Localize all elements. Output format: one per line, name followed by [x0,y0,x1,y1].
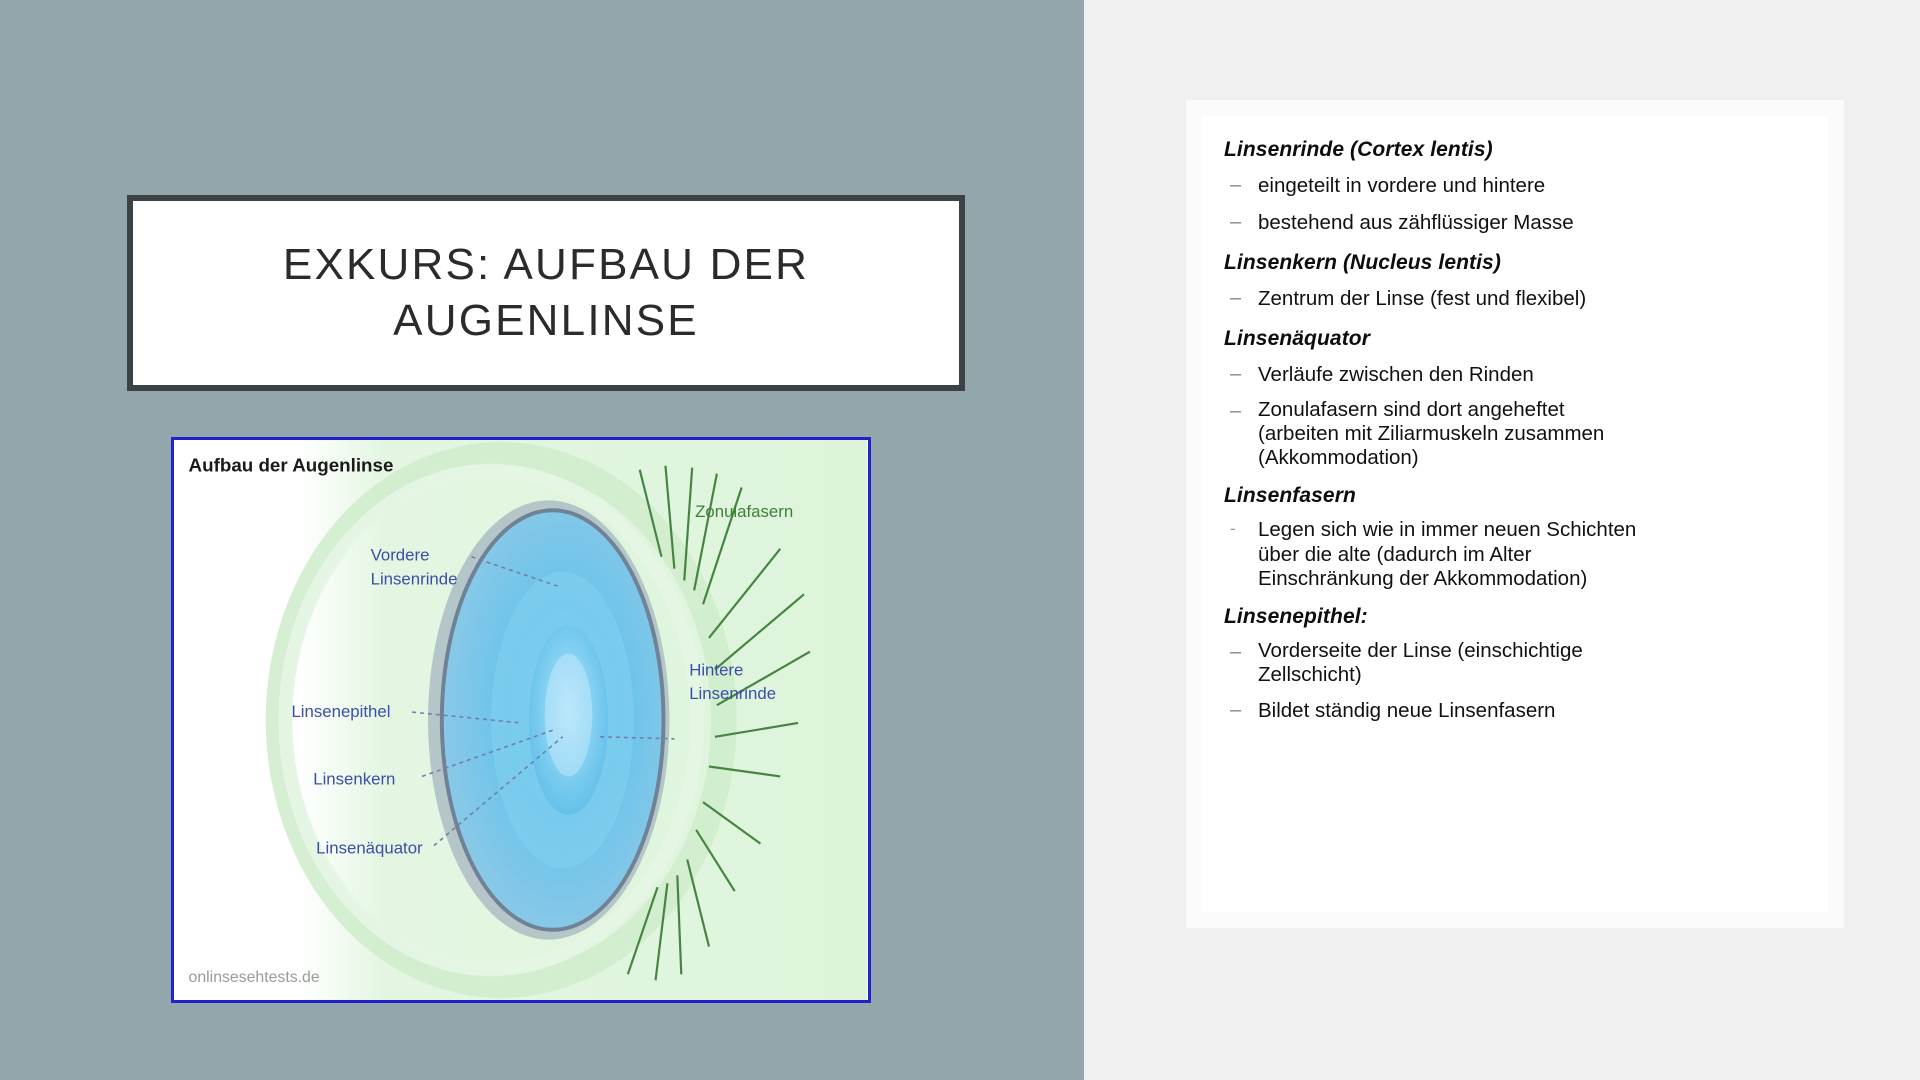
label-linsenepithel: Linsenepithel [291,702,390,721]
list-item: - Legen sich wie in immer neuen Schichte… [1224,518,1806,591]
section-heading: Linsenäquator [1224,326,1370,350]
list-item-text: Verläufe zwischen den Rinden [1258,362,1534,386]
svg-text:Linsenrinde: Linsenrinde [689,684,776,703]
list-item: – bestehend aus zähflüssiger Masse [1224,209,1806,237]
section-heading: Linsenrinde (Cortex lentis) [1224,138,1493,161]
list-item: – Bildet ständig neue Linsenfasern [1224,697,1806,725]
list-item: – Zentrum der Linse (fest und flexibel) [1224,285,1806,313]
figure-caption: Aufbau der Augenlinse [189,455,394,476]
section-heading: Linsenfasern [1224,484,1356,508]
content-section: Linsenäquator – Verläufe zwischen den Ri… [1224,325,1806,471]
content-frame: Linsenrinde (Cortex lentis) – eingeteilt… [1186,100,1844,928]
list-item-text: Legen sich wie in immer neuen Schichten … [1258,518,1637,590]
list-item: – Zonulafasern sind dort angeheftet (arb… [1224,398,1806,471]
content-section: Linsenepithel: – Vorderseite der Linse (… [1224,603,1806,724]
bullet-dash-icon: – [1230,399,1242,422]
label-hintere-linsenrinde: Hintere [689,660,743,679]
list-item-text: Zonulafasern sind dort angeheftet (arbei… [1258,397,1605,469]
list-item: – eingeteilt in vordere und hintere [1224,172,1806,200]
list-item-text: Vorderseite der Linse (einschichtige Zel… [1258,639,1583,687]
content-section: Linsenkern (Nucleus lentis) – Zentrum de… [1224,249,1806,313]
content-card: Linsenrinde (Cortex lentis) – eingeteilt… [1202,116,1828,912]
diagram-svg: Aufbau der Augenlinse Zonulafasern Vorde… [174,440,868,1000]
right-panel: Linsenrinde (Cortex lentis) – eingeteilt… [1084,0,1920,1080]
page-title: EXKURS: AUFBAU DER AUGENLINSE [282,239,810,345]
left-panel: EXKURS: AUFBAU DER AUGENLINSE [0,0,1084,1080]
figure-source: onlinsesehtests.de [189,969,320,986]
content-section: Linsenrinde (Cortex lentis) – eingeteilt… [1224,136,1806,237]
list-item: – Vorderseite der Linse (einschichtige Z… [1224,639,1806,687]
bullet-dash-icon: – [1230,698,1242,721]
label-zonulafasern: Zonulafasern [695,502,793,521]
bullet-hyphen-icon: - [1230,519,1236,539]
list-item-text: bestehend aus zähflüssiger Masse [1258,210,1574,234]
title-box: EXKURS: AUFBAU DER AUGENLINSE [127,195,965,391]
label-linsenaequator: Linsenäquator [316,839,423,858]
eye-lens-diagram: Aufbau der Augenlinse Zonulafasern Vorde… [171,437,871,1003]
zonula-fibers [626,465,811,981]
list-item: – Verläufe zwischen den Rinden [1224,361,1806,389]
bullet-dash-icon: – [1230,174,1242,197]
list-item-text: Bildet ständig neue Linsenfasern [1258,698,1556,722]
bullet-dash-icon: – [1230,210,1242,233]
list-item-text: Zentrum der Linse (fest und flexibel) [1258,286,1587,310]
section-heading: Linsenkern (Nucleus lentis) [1224,250,1501,274]
svg-text:Linsenrinde: Linsenrinde [371,569,458,588]
list-item-text: eingeteilt in vordere und hintere [1258,174,1546,198]
label-vordere-linsenrinde: Vordere [371,546,430,565]
bullet-dash-icon: – [1230,641,1242,664]
bullet-dash-icon: – [1230,286,1242,309]
section-heading: Linsenepithel: [1224,605,1368,628]
label-linsenkern: Linsenkern [313,769,395,788]
content-section: Linsenfasern - Legen sich wie in immer n… [1224,482,1806,591]
bullet-dash-icon: – [1230,362,1242,385]
